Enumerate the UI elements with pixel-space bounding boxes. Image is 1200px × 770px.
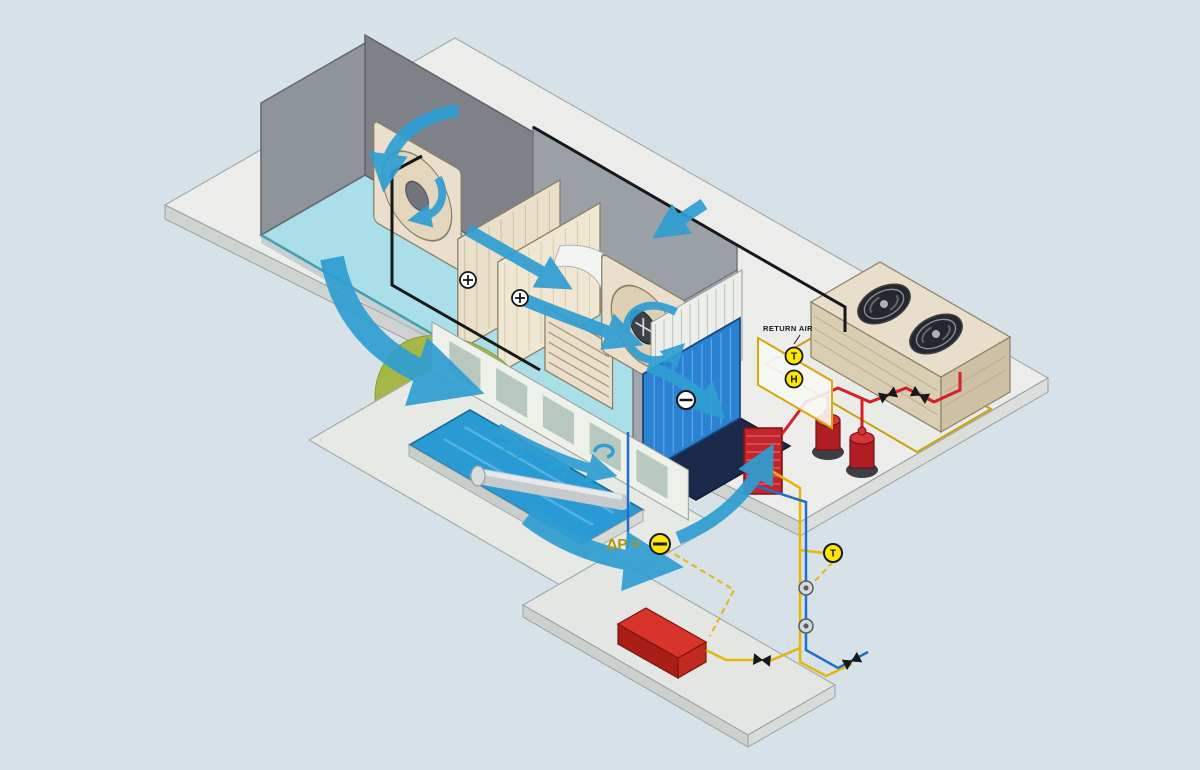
- svg-text:RETURN AIR: RETURN AIR: [763, 324, 813, 333]
- airflow-arrow: [407, 176, 447, 228]
- airflow-arrow: [517, 292, 644, 350]
- filter-plus-badge: [459, 271, 477, 289]
- inline-pump-icon: [798, 580, 814, 634]
- condenser-fan-icon: [857, 283, 911, 325]
- coil-minus-badge: [676, 390, 696, 410]
- filter-plus-badge: [511, 289, 529, 307]
- colonnade-wall: [431, 321, 689, 521]
- control-signal-dashed: [665, 548, 834, 637]
- pool-cover-roller: [470, 465, 630, 510]
- temperature-sensor-badge: T: [784, 346, 804, 366]
- humidity-sensor-badge: H: [784, 369, 804, 389]
- hot-water-piping-yellow: [705, 468, 853, 678]
- airflow-arrow: [675, 443, 774, 545]
- damper-louver: [544, 304, 614, 411]
- airflow-arrow: [465, 224, 573, 290]
- airflow-arrow: [495, 423, 618, 483]
- svg-text:ΔP =: ΔP =: [607, 536, 641, 553]
- valve-icon: [842, 652, 862, 670]
- ahu-left-end-wall: [260, 41, 366, 237]
- airflow-arrow: [521, 508, 684, 592]
- airflow-arrow: [369, 103, 460, 193]
- filter-dp-sensor: ΔP =: [607, 533, 671, 555]
- airflow-arrow: [622, 301, 686, 369]
- airflow-arrow: [652, 199, 708, 239]
- water-temperature-sensor-badge: T: [823, 543, 843, 563]
- airflow-arrows: [320, 103, 774, 592]
- return-air-label: RETURN AIR: [763, 324, 813, 345]
- airflow-arrow: [320, 255, 485, 406]
- condenser-fan-icon: [909, 313, 963, 355]
- condenser-unit: [809, 261, 1012, 434]
- boiler: [616, 607, 708, 680]
- svg-text:T: T: [830, 549, 836, 560]
- svg-text:T: T: [791, 352, 797, 363]
- pump: [846, 426, 878, 478]
- duct-line-to-condenser: [532, 125, 847, 332]
- svg-text:H: H: [790, 375, 797, 386]
- airflow-arrow: [645, 360, 726, 420]
